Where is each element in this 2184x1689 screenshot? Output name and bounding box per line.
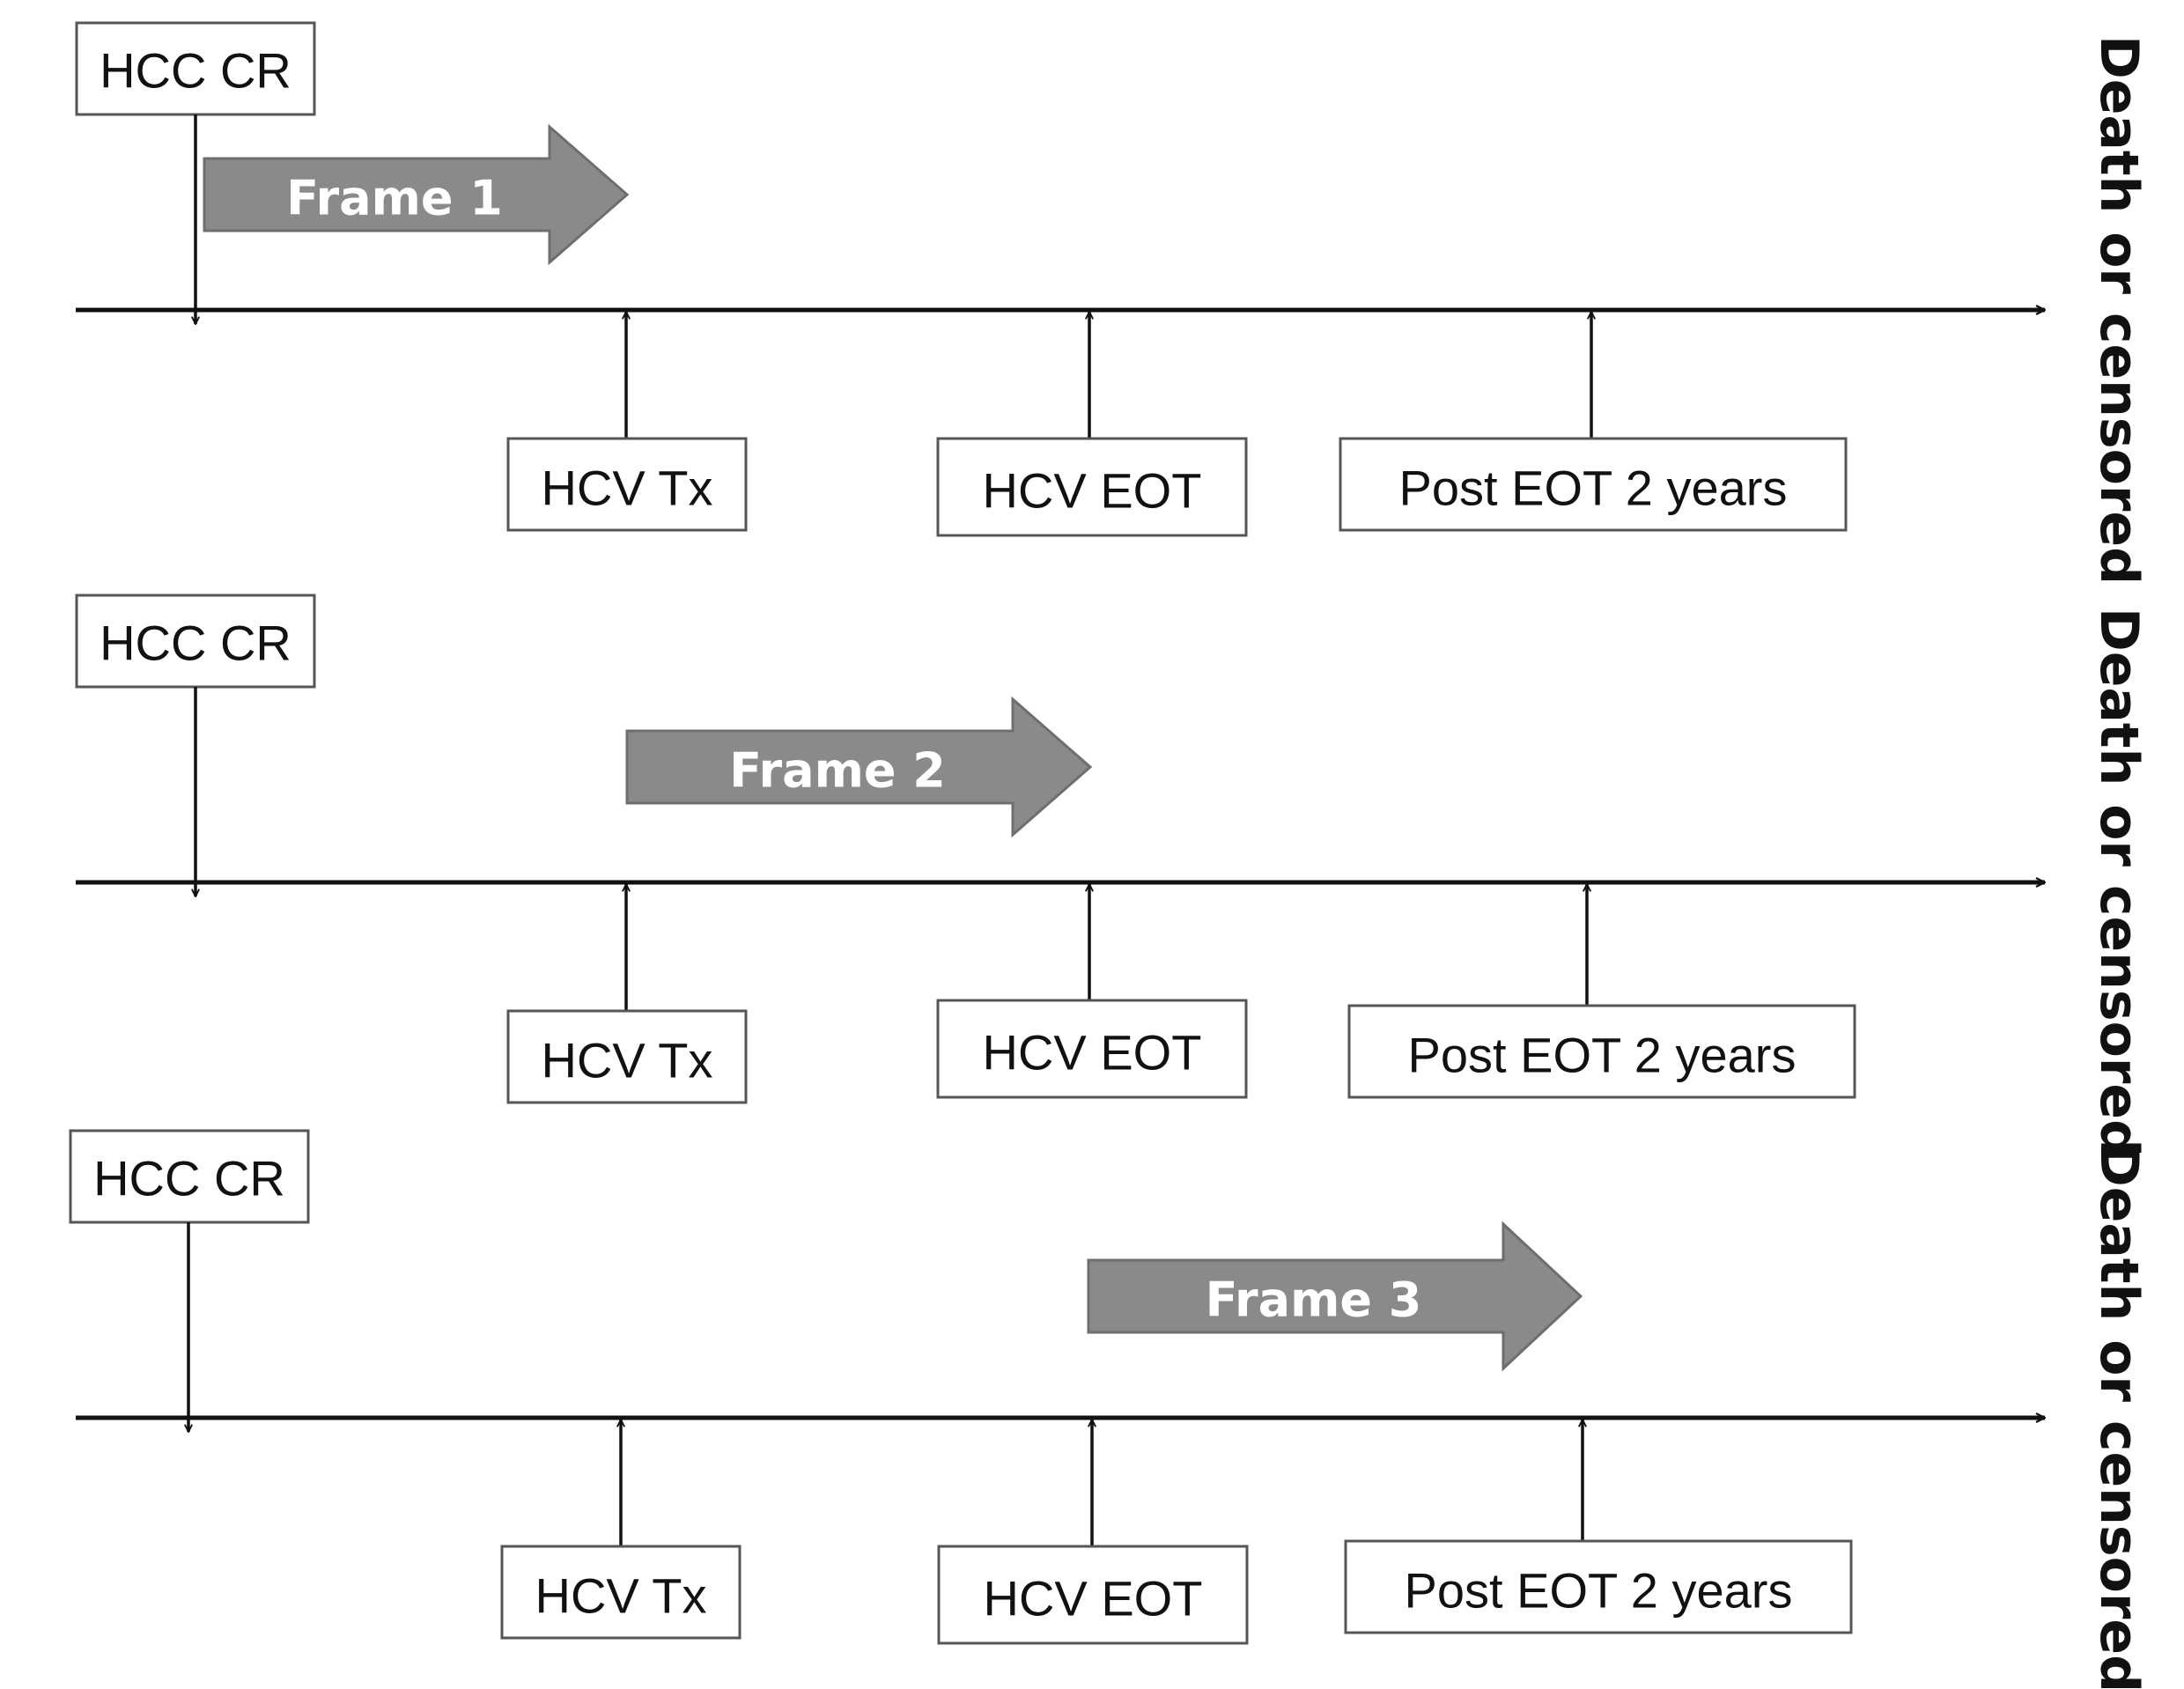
start-label: HCC CR bbox=[100, 43, 291, 99]
event-label: HCV EOT bbox=[983, 1025, 1202, 1081]
frame-label: Frame 1 bbox=[286, 171, 503, 226]
event-box bbox=[500, 1545, 742, 1640]
event-box bbox=[936, 999, 1248, 1099]
end-label: Death or censored bbox=[2088, 35, 2150, 585]
start-label: HCC CR bbox=[93, 1151, 285, 1206]
event-label: HCV EOT bbox=[984, 1571, 1203, 1626]
event-label: Post EOT 2 years bbox=[1405, 1563, 1793, 1619]
end-label: Death or censored bbox=[2088, 608, 2150, 1157]
event-label: HCV Tx bbox=[535, 1568, 707, 1624]
event-label: HCV EOT bbox=[983, 463, 1202, 519]
event-label: HCV Tx bbox=[542, 1033, 713, 1088]
timeline-row-1: HCC CR Frame 1 HCV Tx HCV EOT Post EOT 2 yea… bbox=[75, 21, 2150, 585]
frame-label: Frame 2 bbox=[729, 743, 946, 799]
timeline-row-3: HCC CR Frame 3 HCV Tx HCV EOT Post EOT 2 yea… bbox=[69, 1129, 2150, 1689]
event-box bbox=[1339, 437, 1848, 532]
frame-arrow-shape bbox=[1087, 1221, 1583, 1372]
event-label: Post EOT 2 years bbox=[1399, 461, 1788, 516]
event-label: HCV Tx bbox=[542, 461, 713, 516]
event-box bbox=[506, 437, 748, 532]
event-box bbox=[1344, 1539, 1853, 1634]
start-label: HCC CR bbox=[100, 616, 291, 671]
end-label: Death or censored bbox=[2088, 1143, 2150, 1689]
event-label: Post EOT 2 years bbox=[1408, 1028, 1797, 1083]
timeline-row-2: HCC CR Frame 2 HCV Tx HCV EOT Post EOT 2 yea… bbox=[75, 594, 2150, 1157]
event-box bbox=[937, 1545, 1249, 1645]
frame-arrow-shape bbox=[625, 696, 1093, 838]
event-box bbox=[1347, 1004, 1856, 1099]
start-box bbox=[69, 1129, 310, 1224]
event-box bbox=[936, 437, 1248, 537]
frame-arrow-shape bbox=[203, 123, 630, 266]
frame-label: Frame 3 bbox=[1206, 1272, 1422, 1328]
event-box bbox=[506, 1009, 748, 1104]
